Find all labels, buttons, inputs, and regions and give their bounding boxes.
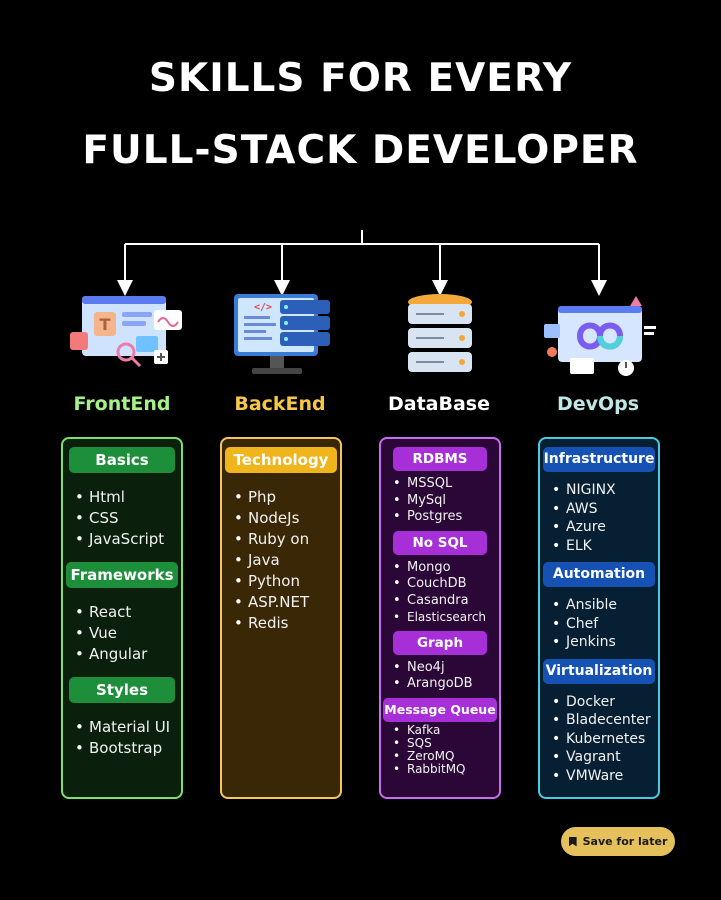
- skill-item: Jenkins: [552, 633, 658, 652]
- section-badge: Virtualization: [543, 658, 655, 684]
- skill-item: Vagrant: [552, 748, 658, 767]
- backend-code-icon: </>: [234, 294, 330, 374]
- section-badge: Technology: [225, 447, 337, 473]
- skill-list: NIGINX AWS Azure ELK: [540, 481, 658, 555]
- skill-item: Azure: [552, 518, 658, 537]
- skill-list: Ansible Chef Jenkins: [540, 596, 658, 652]
- skill-item: ELK: [552, 537, 658, 556]
- column-title-devops: DevOps: [556, 393, 640, 415]
- svg-text:</>: </>: [254, 302, 272, 313]
- svg-text:T: T: [100, 315, 111, 334]
- column-title-database: DataBase: [388, 393, 490, 415]
- skill-item: AWS: [552, 500, 658, 519]
- skill-item: Docker: [552, 693, 658, 712]
- skill-item: Ruby on: [234, 529, 340, 550]
- skill-item: Chef: [552, 615, 658, 634]
- skill-list: MSSQL MySql Postgres: [381, 476, 499, 526]
- skill-list: Html CSS JavaScript: [63, 487, 181, 550]
- skill-item: Python: [234, 571, 340, 592]
- section-badge: Infrastructure: [543, 447, 655, 472]
- skill-item: RabbitMQ: [393, 762, 499, 776]
- frontend-card: Basics Html CSS JavaScript Frameworks Re…: [61, 437, 183, 799]
- skill-list: Docker Bladecenter Kubernetes Vagrant VM…: [540, 693, 658, 786]
- database-card: RDBMS MSSQL MySql Postgres No SQL Mongo …: [379, 437, 501, 799]
- skill-list: Php NodeJs Ruby on Java Python ASP.NET R…: [222, 487, 340, 634]
- section-badge: Frameworks: [66, 562, 178, 588]
- frontend-design-icon: T: [70, 296, 182, 368]
- skill-item: Ansible: [552, 596, 658, 615]
- skill-item: CSS: [75, 508, 181, 529]
- devops-card: Infrastructure NIGINX AWS Azure ELK Auto…: [538, 437, 660, 799]
- skill-item: VMWare: [552, 767, 658, 786]
- section-badge: RDBMS: [393, 447, 487, 471]
- title-line-1: SKILLS FOR EVERY: [148, 56, 573, 101]
- skill-item: MSSQL: [393, 476, 499, 493]
- section-badge: Basics: [69, 447, 175, 473]
- skill-item: React: [75, 602, 181, 623]
- skill-item: Angular: [75, 644, 181, 665]
- skill-item: SQS: [393, 736, 499, 750]
- skill-item: Java: [234, 550, 340, 571]
- bookmark-icon: [568, 836, 577, 847]
- skill-item: Kafka: [393, 723, 499, 737]
- skill-item: ArangoDB: [393, 676, 499, 693]
- column-title-frontend: FrontEnd: [73, 393, 171, 415]
- database-icon: [408, 294, 472, 372]
- skill-list: Material UI Bootstrap: [63, 717, 181, 759]
- devops-infinity-icon: [544, 296, 656, 376]
- skill-item: Mongo: [393, 560, 499, 577]
- skill-item: MySql: [393, 493, 499, 510]
- section-badge: Graph: [393, 630, 487, 655]
- skill-item: ASP.NET: [234, 592, 340, 613]
- skill-item: JavaScript: [75, 529, 181, 550]
- skill-item: CouchDB: [393, 576, 499, 593]
- skill-item: Bladecenter: [552, 711, 658, 730]
- skill-item: Casandra: [393, 593, 499, 610]
- backend-card: Technology Php NodeJs Ruby on Java Pytho…: [220, 437, 342, 799]
- skill-item: Php: [234, 487, 340, 508]
- skill-list: Kafka SQS ZeroMQ RabbitMQ: [381, 723, 499, 776]
- skill-item: Material UI: [75, 717, 181, 738]
- skill-item: Neo4j: [393, 660, 499, 677]
- skill-list: Mongo CouchDB Casandra Elasticsearch: [381, 560, 499, 626]
- section-badge: Styles: [69, 677, 175, 703]
- skill-item: Kubernetes: [552, 730, 658, 749]
- section-badge: Message Queue: [383, 697, 497, 722]
- skill-item: Bootstrap: [75, 738, 181, 759]
- skill-list: React Vue Angular: [63, 602, 181, 665]
- skill-item: Postgres: [393, 509, 499, 526]
- skill-item: Html: [75, 487, 181, 508]
- section-badge: No SQL: [393, 530, 487, 555]
- skill-list: Neo4j ArangoDB: [381, 660, 499, 693]
- skill-item: NodeJs: [234, 508, 340, 529]
- save-for-later-button[interactable]: Save for later: [561, 827, 675, 856]
- skill-item: Redis: [234, 613, 340, 634]
- title-line-2: FULL-STACK DEVELOPER: [82, 128, 639, 173]
- column-title-backend: BackEnd: [234, 393, 326, 415]
- skill-item: Elasticsearch: [393, 609, 499, 626]
- section-badge: Automation: [543, 562, 655, 587]
- skill-item: Vue: [75, 623, 181, 644]
- skill-item: NIGINX: [552, 481, 658, 500]
- skill-item: ZeroMQ: [393, 749, 499, 763]
- save-for-later-label: Save for later: [582, 835, 668, 848]
